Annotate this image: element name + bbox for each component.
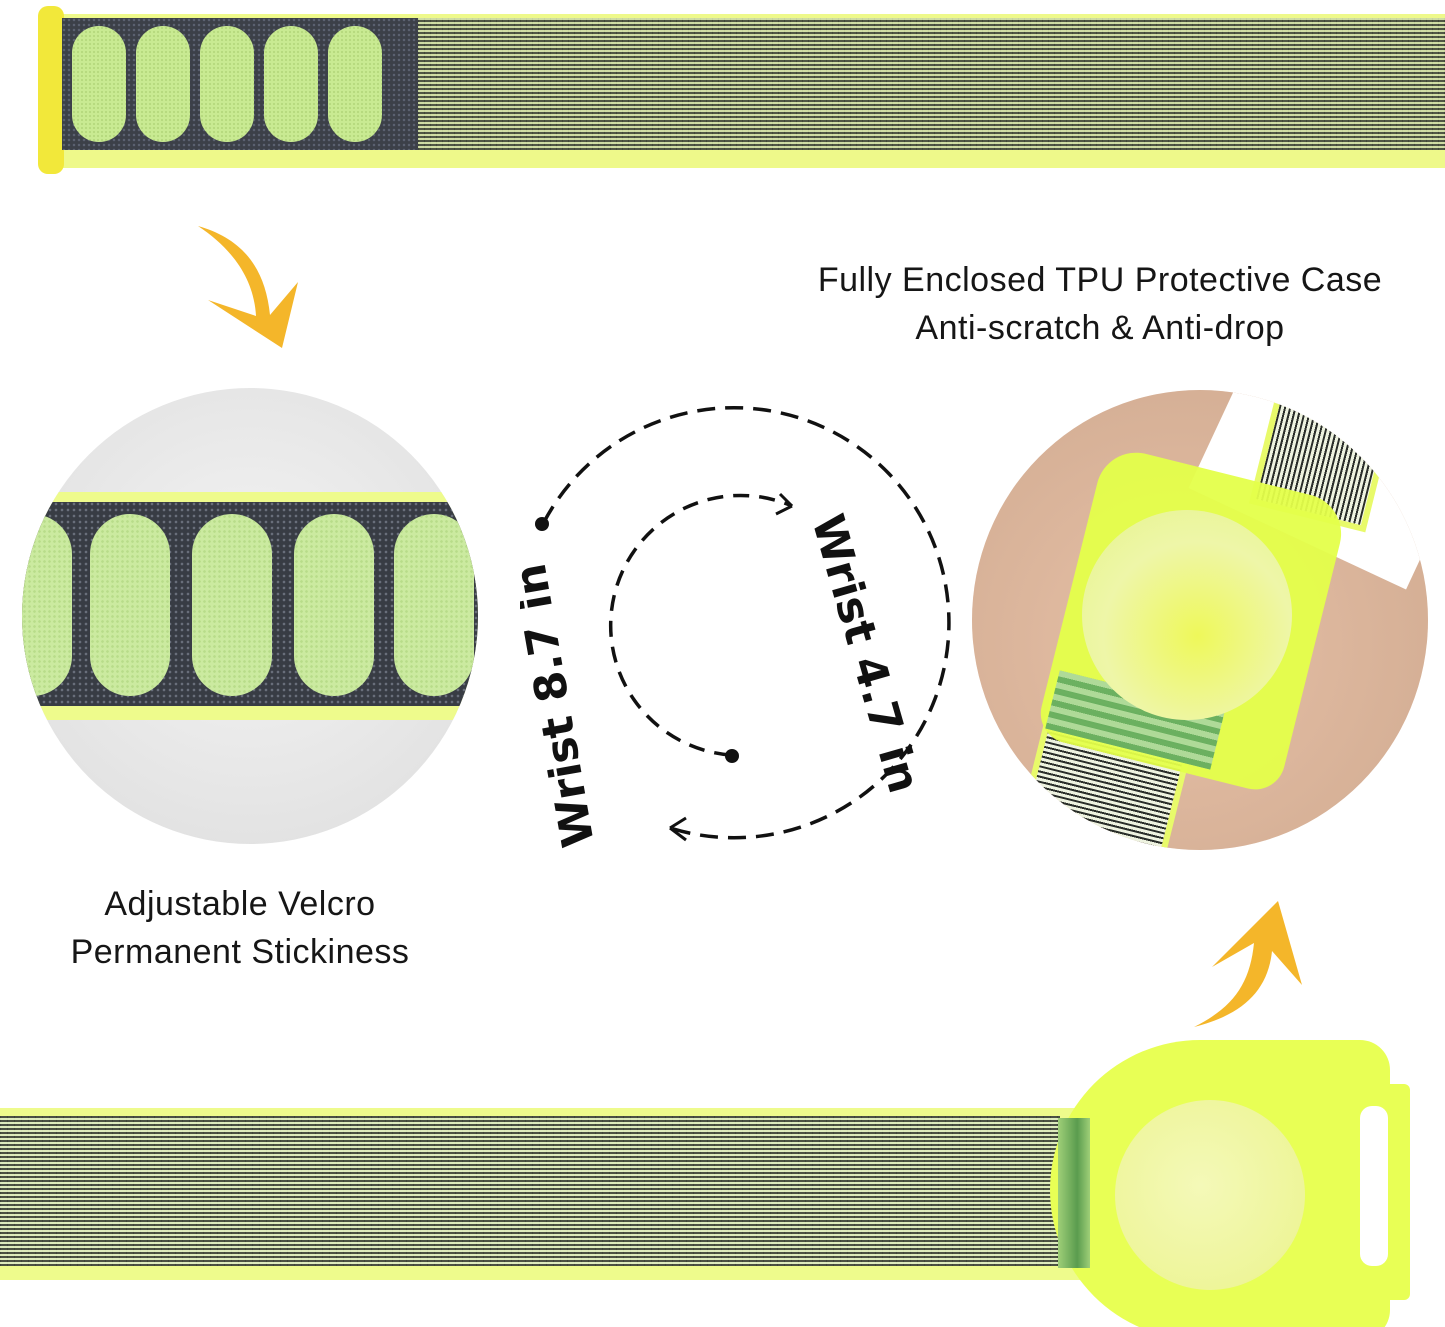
closeup-velcro-pill bbox=[394, 514, 474, 696]
velcro-panel bbox=[62, 18, 418, 150]
inner-arc-arrowhead-icon bbox=[775, 492, 794, 516]
case-feature-title: Fully Enclosed TPU Protective Case bbox=[817, 261, 1383, 299]
velcro-feature-caption: Adjustable Velcro Permanent Stickiness bbox=[30, 880, 450, 976]
velcro-pill bbox=[328, 26, 382, 142]
curved-arrow-down-icon bbox=[198, 226, 298, 348]
closeup-velcro-pill bbox=[22, 514, 72, 696]
velcro-feature-title: Adjustable Velcro bbox=[104, 885, 376, 923]
bottom-woven-nylon bbox=[0, 1116, 1060, 1266]
velcro-pill bbox=[136, 26, 190, 142]
worn-case-disc bbox=[1082, 510, 1292, 720]
inner-arc-start-dot bbox=[725, 749, 739, 763]
inner-size-label: Wrist 4.7 in bbox=[801, 509, 929, 799]
velcro-pill bbox=[200, 26, 254, 142]
wrist-size-diagram: Wrist 4.7 in Wrist 8.7 in bbox=[520, 405, 951, 851]
outer-arc-arrowhead-icon bbox=[669, 816, 687, 842]
bottom-case-disc bbox=[1115, 1100, 1305, 1290]
velcro-closeup-image bbox=[22, 388, 478, 844]
worn-case-photo bbox=[972, 390, 1428, 850]
inner-dashed-arc bbox=[608, 493, 793, 757]
bottom-strap-image bbox=[0, 1040, 1445, 1327]
case-feature-subtitle: Anti-scratch & Anti-drop bbox=[915, 309, 1285, 347]
case-feature-caption: Fully Enclosed TPU Protective Case Anti-… bbox=[760, 256, 1440, 352]
outer-dashed-arc bbox=[542, 405, 951, 840]
closeup-velcro-pill bbox=[192, 514, 272, 696]
outer-arc-start-dot bbox=[535, 517, 549, 531]
bottom-velcro-edge bbox=[1058, 1118, 1090, 1268]
curved-arrow-up-icon bbox=[1194, 901, 1302, 1027]
strap-end-cap bbox=[38, 6, 64, 174]
velcro-pill bbox=[72, 26, 126, 142]
case-loop-slot bbox=[1360, 1106, 1388, 1266]
velcro-pill bbox=[264, 26, 318, 142]
closeup-velcro-pill bbox=[90, 514, 170, 696]
top-strap-image bbox=[38, 6, 1445, 174]
woven-nylon-section bbox=[418, 18, 1445, 150]
closeup-velcro-pill bbox=[294, 514, 374, 696]
outer-size-label: Wrist 8.7 in bbox=[520, 560, 605, 851]
velcro-feature-subtitle: Permanent Stickiness bbox=[70, 933, 410, 971]
